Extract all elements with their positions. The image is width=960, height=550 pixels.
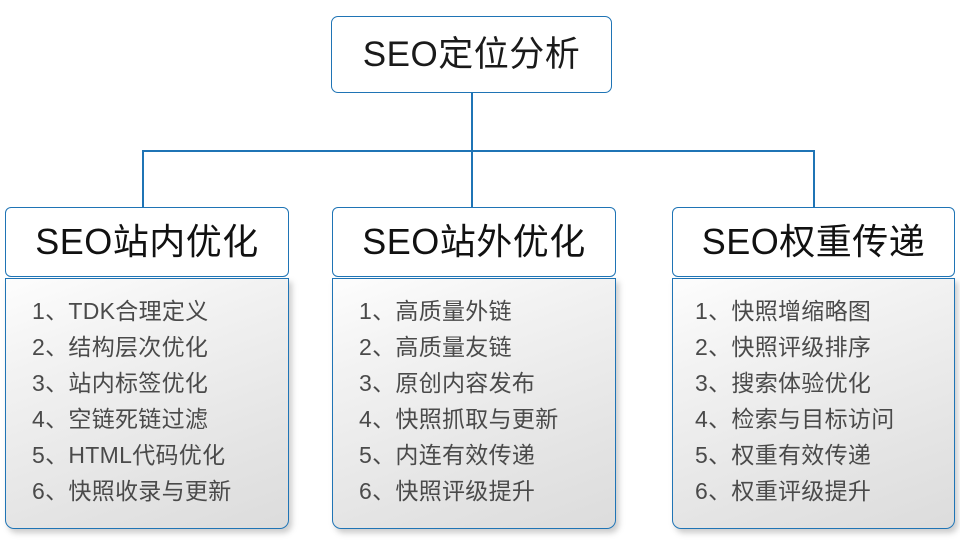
list-item: 4、空链死链过滤	[32, 406, 209, 432]
list-item: 5、内连有效传递	[359, 442, 536, 468]
list-item: 3、站内标签优化	[32, 370, 209, 396]
connector-branch-left	[142, 150, 144, 208]
branch-body-3: 1、快照增缩略图 2、快照评级排序 3、搜索体验优化 4、检索与目标访问 5、权…	[672, 278, 955, 529]
branch-item-list-1: 1、TDK合理定义 2、结构层次优化 3、站内标签优化 4、空链死链过滤 5、H…	[6, 293, 232, 509]
branch-item-list-2: 1、高质量外链 2、高质量友链 3、原创内容发布 4、快照抓取与更新 5、内连有…	[333, 293, 559, 509]
branch-header-label-1: SEO站内优化	[35, 221, 259, 262]
connector-horizontal-bus	[142, 150, 815, 152]
list-item: 4、快照抓取与更新	[359, 406, 559, 432]
branch-header-2: SEO站外优化	[332, 207, 616, 277]
list-item: 6、快照收录与更新	[32, 478, 232, 504]
list-item: 1、高质量外链	[359, 298, 512, 324]
list-item: 6、权重评级提升	[695, 478, 872, 504]
branch-column-3: SEO权重传递 1、快照增缩略图 2、快照评级排序 3、搜索体验优化 4、检索与…	[672, 207, 955, 529]
list-item: 1、快照增缩略图	[695, 298, 872, 324]
branch-column-1: SEO站内优化 1、TDK合理定义 2、结构层次优化 3、站内标签优化 4、空链…	[5, 207, 289, 529]
list-item: 2、结构层次优化	[32, 334, 209, 360]
list-item: 1、TDK合理定义	[32, 298, 209, 324]
list-item: 5、HTML代码优化	[32, 442, 226, 468]
branch-item-list-3: 1、快照增缩略图 2、快照评级排序 3、搜索体验优化 4、检索与目标访问 5、权…	[673, 293, 895, 509]
list-item: 2、高质量友链	[359, 334, 512, 360]
branch-header-3: SEO权重传递	[672, 207, 955, 277]
branch-header-label-2: SEO站外优化	[362, 221, 586, 262]
connector-branch-right	[813, 150, 815, 208]
branch-column-2: SEO站外优化 1、高质量外链 2、高质量友链 3、原创内容发布 4、快照抓取与…	[332, 207, 616, 529]
connector-root-vertical	[471, 93, 473, 151]
branch-body-1: 1、TDK合理定义 2、结构层次优化 3、站内标签优化 4、空链死链过滤 5、H…	[5, 278, 289, 529]
root-node: SEO定位分析	[331, 16, 612, 93]
list-item: 3、原创内容发布	[359, 370, 536, 396]
list-item: 4、检索与目标访问	[695, 406, 895, 432]
list-item: 5、权重有效传递	[695, 442, 872, 468]
list-item: 6、快照评级提升	[359, 478, 536, 504]
list-item: 2、快照评级排序	[695, 334, 872, 360]
list-item: 3、搜索体验优化	[695, 370, 872, 396]
branch-header-1: SEO站内优化	[5, 207, 289, 277]
branch-body-2: 1、高质量外链 2、高质量友链 3、原创内容发布 4、快照抓取与更新 5、内连有…	[332, 278, 616, 529]
branch-header-label-3: SEO权重传递	[701, 221, 926, 262]
connector-branch-middle	[471, 150, 473, 208]
root-node-label: SEO定位分析	[362, 35, 581, 74]
